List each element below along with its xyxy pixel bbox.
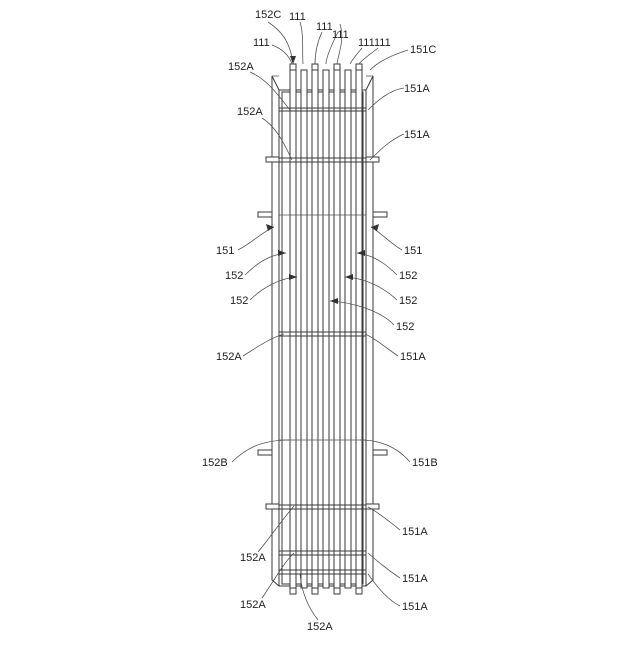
label-152A: 152A [240, 552, 266, 564]
label-151A: 151A [402, 601, 428, 613]
label-152A: 152A [216, 351, 242, 363]
label-151A: 151A [404, 83, 430, 95]
label-152A: 152A [237, 106, 263, 118]
label-151A: 151A [400, 351, 426, 363]
label-152: 152 [399, 270, 417, 282]
label-111: 111 [253, 37, 270, 49]
reference-labels: 152C 111 111 111 111 111 111 151C 152A 1… [202, 9, 438, 633]
label-151A: 151A [402, 526, 428, 538]
label-111: 111 [332, 29, 349, 41]
label-152B: 152B [202, 457, 228, 469]
plates [290, 64, 362, 594]
label-152: 152 [396, 321, 414, 333]
label-151: 151 [216, 245, 234, 257]
label-111: 111 [316, 21, 333, 33]
label-152: 152 [225, 270, 243, 282]
label-152A: 152A [240, 599, 266, 611]
label-151B: 151B [412, 457, 438, 469]
label-111: 111 [289, 11, 306, 23]
label-151A: 151A [404, 129, 430, 141]
label-152: 152 [230, 295, 248, 307]
label-152A: 152A [307, 621, 333, 633]
label-151: 151 [404, 245, 422, 257]
label-152C: 152C [255, 9, 281, 21]
label-111: 111 [358, 37, 375, 49]
label-152: 152 [399, 295, 417, 307]
label-151A: 151A [402, 573, 428, 585]
label-152A: 152A [228, 61, 254, 73]
label-151C: 151C [410, 44, 436, 56]
label-111: 111 [374, 37, 391, 49]
